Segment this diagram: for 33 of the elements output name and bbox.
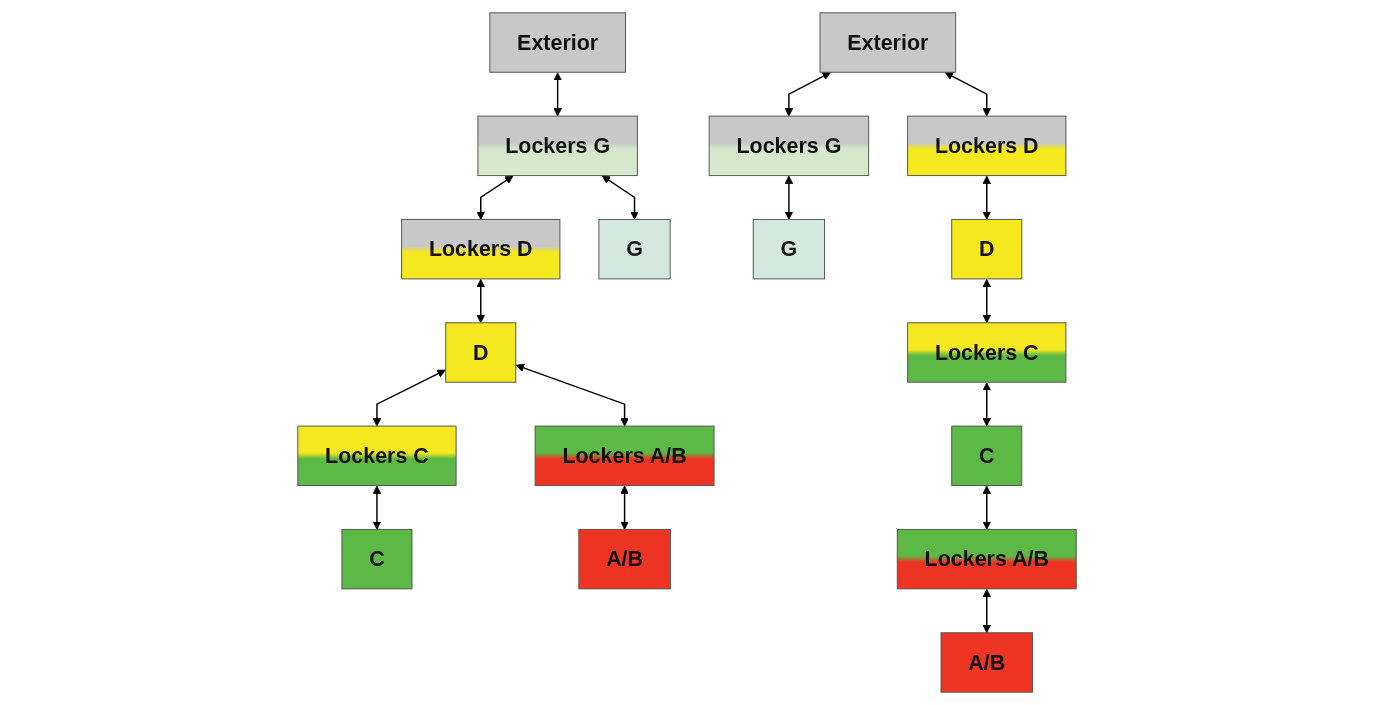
- arrow: [553, 72, 562, 117]
- arrow: [620, 485, 629, 530]
- node-box: D: [445, 322, 517, 383]
- node-box: A/B: [940, 632, 1033, 693]
- node-box: C: [341, 528, 413, 590]
- arrow: [982, 588, 992, 634]
- arrow: [372, 369, 446, 427]
- node-box: G: [598, 218, 671, 280]
- arrow: [476, 175, 514, 220]
- arrow: [601, 175, 639, 220]
- node-box: Exterior: [819, 12, 957, 73]
- node-box: Lockers A/B: [534, 425, 715, 487]
- node-box: Lockers C: [297, 425, 457, 487]
- node-box: A/B: [578, 528, 671, 590]
- arrow: [372, 485, 382, 530]
- node-box: Lockers G: [708, 115, 870, 177]
- arrow: [784, 72, 831, 117]
- node-box: Lockers A/B: [896, 528, 1077, 590]
- arrow: [982, 382, 992, 427]
- arrow: [982, 175, 992, 220]
- arrow: [784, 175, 794, 220]
- node-box: Lockers G: [477, 115, 638, 177]
- arrow: [476, 278, 485, 324]
- node-box: D: [951, 218, 1023, 280]
- arrow: [944, 72, 992, 117]
- node-box: G: [752, 218, 825, 280]
- arrow: [515, 363, 629, 427]
- node-box: C: [951, 425, 1023, 487]
- arrow: [982, 485, 992, 530]
- node-box: Exterior: [489, 12, 626, 73]
- arrow: [982, 278, 992, 324]
- node-box: Lockers D: [401, 218, 561, 280]
- node-box: Lockers D: [907, 115, 1067, 177]
